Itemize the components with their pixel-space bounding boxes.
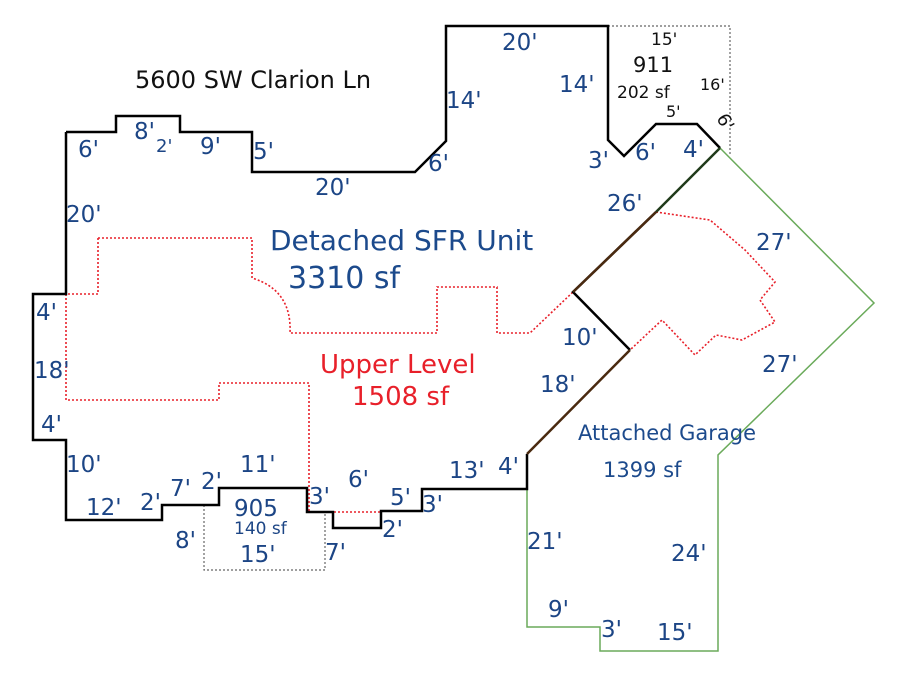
dim-label: 4' xyxy=(36,300,57,326)
dim-label: 12' xyxy=(86,495,122,521)
dim-label: 21' xyxy=(527,529,563,555)
dim-label: 3' xyxy=(601,617,622,643)
garage-outline xyxy=(526,147,876,652)
dim-label: 2' xyxy=(140,490,161,516)
dim-label: 18' xyxy=(540,372,576,398)
dim-label: 27' xyxy=(762,352,798,378)
dim-label: 6' xyxy=(78,137,99,163)
area-911-outline xyxy=(608,25,731,155)
dim-label: 10' xyxy=(562,325,598,351)
address-label: 5600 SW Clarion Ln xyxy=(135,66,371,94)
shared-wall xyxy=(655,147,721,213)
dim-label: 9' xyxy=(200,134,221,160)
dim-label: 27' xyxy=(756,230,792,256)
main-area-name: Detached SFR Unit xyxy=(270,224,533,257)
dim-label: 13' xyxy=(449,458,485,484)
dim-label: 4' xyxy=(683,137,704,163)
dim-label: 3' xyxy=(422,492,443,518)
dim-label: 7' xyxy=(170,476,191,502)
dim-label: 4' xyxy=(41,412,62,438)
box-911-area: 202 sf xyxy=(617,83,671,103)
dim-label: 7' xyxy=(325,540,346,566)
dim-label: 2' xyxy=(201,469,222,495)
dim-label: 20' xyxy=(66,202,102,228)
dim-label: 18' xyxy=(34,358,70,384)
dim-label: 8' xyxy=(175,528,196,554)
box-911-dim: 5' xyxy=(666,102,681,121)
dim-label: 26' xyxy=(607,191,643,217)
dim-label: 10' xyxy=(66,452,102,478)
dim-label: 9' xyxy=(548,597,569,623)
dim-label: 3' xyxy=(309,484,330,510)
box-911-dim: 16' xyxy=(700,75,725,94)
dim-label: 4' xyxy=(498,454,519,480)
dim-label: 6' xyxy=(428,151,449,177)
dim-label: 14' xyxy=(446,88,482,114)
dim-label: 2' xyxy=(156,136,172,157)
upper-level-name: Upper Level xyxy=(320,350,476,380)
main-area-value: 3310 sf xyxy=(288,261,402,296)
dim-label: 15' xyxy=(657,620,693,646)
dim-label: 8' xyxy=(134,119,155,145)
box-905-area: 140 sf xyxy=(234,519,288,539)
garage-name: Attached Garage xyxy=(578,421,756,445)
dim-label: 20' xyxy=(315,175,351,201)
dim-label: 11' xyxy=(240,452,276,478)
box-911-name: 911 xyxy=(633,53,673,77)
box-905-name: 905 xyxy=(234,496,278,522)
dim-label: 14' xyxy=(559,72,595,98)
dim-label: 20' xyxy=(502,30,538,56)
box-911-dim: 15' xyxy=(651,30,677,50)
box-905-dim: 15' xyxy=(240,542,276,568)
dim-label: 5' xyxy=(390,485,411,511)
dim-label: 3' xyxy=(588,148,609,174)
box-911-dim: 6' xyxy=(712,110,738,135)
dim-label: 6' xyxy=(635,140,656,166)
dim-label: 5' xyxy=(253,139,274,165)
dim-label: 2' xyxy=(382,517,403,543)
shared-wall xyxy=(526,211,657,455)
upper-level-area: 1508 sf xyxy=(352,382,450,412)
area-905-outline xyxy=(203,505,326,571)
dim-label: 24' xyxy=(671,541,707,567)
dim-label: 6' xyxy=(348,467,369,493)
garage-area: 1399 sf xyxy=(603,458,682,482)
